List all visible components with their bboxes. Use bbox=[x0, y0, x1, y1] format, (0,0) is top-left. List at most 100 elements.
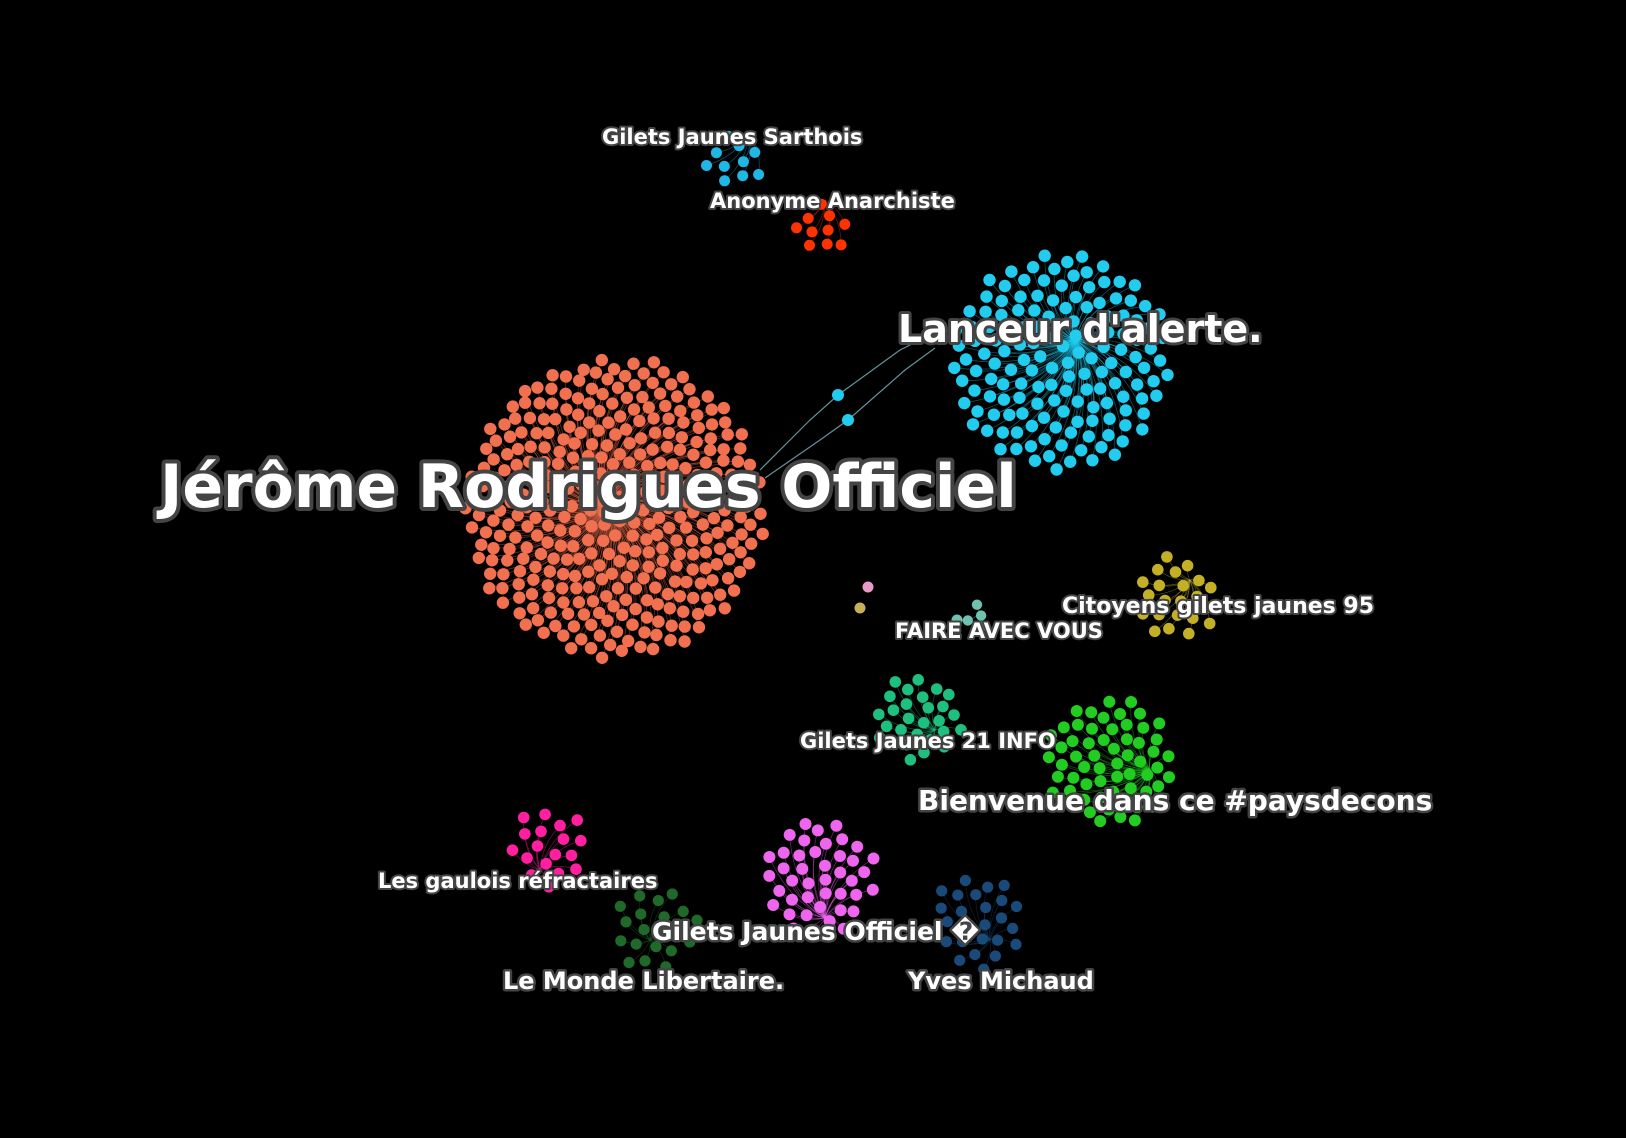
node-lanceur bbox=[1080, 383, 1093, 396]
node-jerome bbox=[712, 490, 726, 503]
node-lanceur bbox=[1069, 329, 1082, 342]
node-paysdecons bbox=[1102, 803, 1115, 816]
node-gjofficiel bbox=[773, 884, 786, 897]
node-jerome bbox=[743, 458, 757, 471]
node-jerome bbox=[531, 529, 544, 542]
node-gaulois bbox=[549, 848, 562, 861]
node-jerome bbox=[521, 520, 534, 533]
node-jerome bbox=[691, 607, 705, 621]
node-jerome bbox=[595, 353, 608, 367]
node-lanceur bbox=[1043, 450, 1056, 463]
node-michaud bbox=[940, 936, 953, 948]
edge bbox=[1037, 339, 1076, 404]
node-lanceur bbox=[1130, 314, 1143, 327]
node-jerome bbox=[515, 426, 528, 439]
node-gj21 bbox=[887, 704, 900, 716]
node-jerome bbox=[529, 511, 542, 524]
node-jerome bbox=[710, 558, 723, 571]
node-jerome bbox=[487, 453, 500, 466]
node-jerome bbox=[653, 567, 667, 580]
node-gj21 bbox=[895, 724, 907, 736]
node-jerome bbox=[518, 384, 532, 398]
node-jerome bbox=[595, 651, 609, 664]
node-lanceur bbox=[1153, 354, 1167, 367]
node-jerome bbox=[575, 633, 588, 646]
node-jerome bbox=[627, 496, 640, 510]
node-lanceur bbox=[1142, 322, 1155, 335]
node-lanceur bbox=[996, 426, 1009, 439]
node-jerome bbox=[567, 620, 581, 633]
node-gjofficiel bbox=[796, 862, 809, 875]
node-lanceur bbox=[952, 339, 966, 352]
node-jerome bbox=[601, 373, 614, 386]
node-gjofficiel bbox=[783, 828, 796, 841]
edge bbox=[1103, 717, 1151, 771]
node-jerome bbox=[685, 534, 699, 547]
node-jerome bbox=[543, 565, 556, 578]
node-jerome bbox=[681, 495, 694, 509]
node-jerome bbox=[754, 507, 767, 520]
node-paysdecons bbox=[1125, 696, 1138, 708]
node-paysdecons bbox=[1140, 785, 1153, 798]
node-monde bbox=[638, 924, 650, 936]
node-gjofficiel bbox=[802, 877, 815, 890]
node-jerome bbox=[670, 559, 683, 572]
node-paysdecons bbox=[1078, 761, 1091, 773]
node-monde bbox=[635, 908, 647, 920]
node-citoyens95 bbox=[1183, 627, 1195, 640]
node-lanceur bbox=[1147, 375, 1160, 388]
node-jerome bbox=[531, 614, 545, 627]
node-jerome bbox=[723, 553, 736, 566]
node-jerome bbox=[509, 412, 522, 425]
node-paysdecons bbox=[1070, 750, 1082, 763]
edge bbox=[535, 504, 606, 520]
edge bbox=[1020, 296, 1076, 341]
node-lanceur bbox=[1108, 448, 1122, 461]
node-lanceur bbox=[1037, 411, 1051, 424]
node-gjofficiel bbox=[798, 834, 811, 847]
node-paysdecons bbox=[1088, 749, 1101, 762]
node-jerome bbox=[543, 480, 556, 494]
node-jerome bbox=[557, 433, 570, 446]
node-lanceur bbox=[1087, 401, 1100, 414]
node-jerome bbox=[556, 582, 569, 595]
node-paysdecons bbox=[1085, 706, 1098, 719]
node-gjofficiel bbox=[858, 866, 871, 879]
node-jerome bbox=[547, 552, 560, 565]
node-lanceur bbox=[1052, 318, 1066, 332]
node-lanceur bbox=[1037, 274, 1051, 287]
node-gaulois bbox=[525, 869, 538, 881]
node-jerome bbox=[493, 504, 507, 517]
node-jerome bbox=[483, 582, 496, 595]
node-paysdecons bbox=[1057, 721, 1070, 734]
node-jerome bbox=[573, 552, 586, 565]
node-jerome bbox=[680, 575, 693, 589]
node-paysdecons bbox=[1114, 811, 1127, 823]
node-jerome bbox=[721, 479, 734, 492]
node-jerome bbox=[593, 404, 606, 418]
node-lanceur bbox=[1018, 273, 1031, 287]
node-jerome bbox=[583, 581, 596, 594]
node-lanceur bbox=[1055, 439, 1068, 452]
bridge-edge-1 bbox=[759, 334, 931, 471]
node-jerome bbox=[677, 416, 690, 429]
node-jerome bbox=[542, 519, 555, 532]
node-jerome bbox=[506, 400, 519, 413]
node-lanceur bbox=[1128, 279, 1142, 292]
node-jerome bbox=[510, 458, 523, 472]
node-michaud bbox=[952, 889, 964, 901]
node-jerome bbox=[595, 573, 609, 586]
node-sarthois bbox=[710, 147, 722, 159]
node-jerome bbox=[640, 594, 654, 607]
edge bbox=[783, 852, 826, 919]
node-michaud bbox=[989, 950, 1002, 962]
node-michaud bbox=[992, 934, 1004, 946]
node-lanceur bbox=[1045, 361, 1059, 375]
node-gj21 bbox=[933, 715, 945, 727]
node-gj21 bbox=[937, 700, 949, 713]
node-gjofficiel bbox=[834, 850, 846, 862]
node-jerome bbox=[656, 541, 669, 555]
nodes-gaulois bbox=[506, 808, 587, 893]
node-jerome bbox=[484, 567, 497, 580]
node-jerome bbox=[613, 514, 626, 528]
